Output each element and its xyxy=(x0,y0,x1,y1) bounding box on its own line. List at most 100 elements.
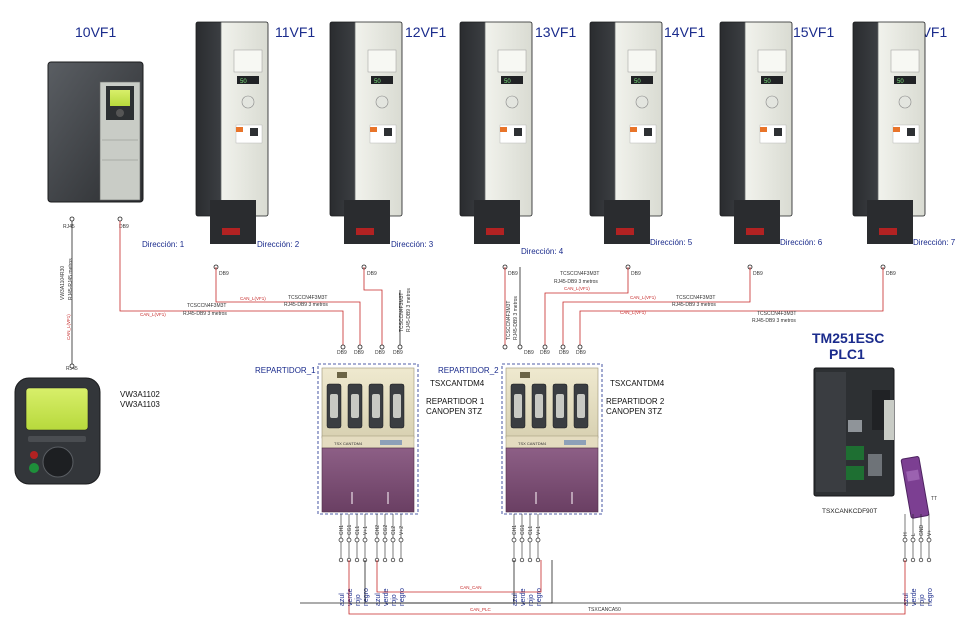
terminal-dot xyxy=(918,557,924,563)
terminal-label: CH1 xyxy=(512,525,518,535)
svg-text:DB9: DB9 xyxy=(540,350,550,356)
drive-title: 10VF1 xyxy=(75,24,116,40)
remote-keypad: VW3A1104R30 RJ45-RJ45 metros CAN_L(VF1) … xyxy=(14,221,160,485)
svg-text:DB9: DB9 xyxy=(559,350,569,356)
port-db9-label: DB9 xyxy=(886,271,896,277)
plc-subtitle: PLC1 xyxy=(829,346,865,362)
wire-color-label: verde xyxy=(520,588,527,606)
db9-pins xyxy=(514,394,522,418)
terminal-dot xyxy=(511,537,517,543)
svg-text:RJ45-DB9 3 metros: RJ45-DB9 3 metros xyxy=(406,288,412,332)
svg-text:TCSCCN4F3M3T: TCSCCN4F3M3T xyxy=(506,301,512,340)
drive-display xyxy=(761,76,783,84)
terminal-dot xyxy=(926,557,932,563)
drive-rj45-socket xyxy=(384,128,392,136)
keypad-cable-code: VW3A1104R30 xyxy=(60,266,66,300)
drive-plug xyxy=(879,228,897,235)
svg-text:CANOPEN 3TZ: CANOPEN 3TZ xyxy=(426,407,482,416)
terminal-label: L xyxy=(911,533,917,536)
drive-plug xyxy=(222,228,240,235)
port-dot xyxy=(542,344,548,350)
wire-color-label: rojo xyxy=(355,594,362,606)
terminal-dot xyxy=(519,537,525,543)
terminal-label: CH1 xyxy=(339,525,345,535)
terminal-dot xyxy=(338,537,344,543)
drive-terminal-block xyxy=(734,200,780,244)
db9-pins xyxy=(351,394,359,418)
terminal-dot xyxy=(382,537,388,543)
drive-plug xyxy=(356,228,374,235)
keypad-run-button xyxy=(29,463,39,473)
wire-color-label: negro xyxy=(927,588,934,606)
wire-color-label: verde xyxy=(383,588,390,606)
plc-title: TM251ESC xyxy=(812,330,884,346)
drive-address: Dirección: 3 xyxy=(391,240,434,249)
svg-text:CAN_L(VF1): CAN_L(VF1) xyxy=(630,295,656,300)
drive-terminal-block xyxy=(474,200,520,244)
svg-text:TCSCCN4F3M3T: TCSCCN4F3M3T xyxy=(560,271,599,277)
keypad-model-1: VW3A1102 xyxy=(120,390,160,399)
drive-terminal-block xyxy=(210,200,256,244)
drive-title: 15VF1 xyxy=(793,24,834,40)
drive-display xyxy=(894,76,916,84)
keypad-can-label: CAN_L(VF1) xyxy=(66,314,71,340)
svg-text:DB9: DB9 xyxy=(393,350,403,356)
drive-warning-label xyxy=(500,127,507,132)
drive-display-frame xyxy=(367,49,397,73)
terminal-dot xyxy=(374,537,380,543)
bus-terminals: CH1azulCG1verdeCL1rojoV+1negroCH2azulCG2… xyxy=(338,514,934,606)
wire-color-label: verde xyxy=(347,588,354,606)
wire-color-label: azul xyxy=(339,593,346,606)
drive-title: 11VF1 xyxy=(275,24,315,40)
svg-text:TSX CANTDM4: TSX CANTDM4 xyxy=(518,441,547,446)
keypad-cable-desc: RJ45-RJ45 metros xyxy=(68,258,74,300)
terminal-dot xyxy=(398,537,404,543)
drive-plug xyxy=(616,228,634,235)
terminal-label: V+ xyxy=(927,530,933,536)
port-db9-label: DB9 xyxy=(508,271,518,277)
wire-color-label: rojo xyxy=(919,594,926,606)
terminal-label: H xyxy=(903,532,909,536)
wire-color-label: rojo xyxy=(528,594,535,606)
drop-cables xyxy=(119,221,884,347)
port-dot xyxy=(577,344,583,350)
terminal-dot xyxy=(362,537,368,543)
wire-color-label: azul xyxy=(903,593,910,606)
svg-text:CAN_L(VF1): CAN_L(VF1) xyxy=(620,310,646,315)
keypad-lcd xyxy=(25,387,89,431)
drive-display xyxy=(501,76,523,84)
drive-address: Dirección: 2 xyxy=(257,240,300,249)
terminal-label: V+1 xyxy=(363,526,369,535)
svg-text:TSX CANTDM4: TSX CANTDM4 xyxy=(334,441,363,446)
terminal-dot xyxy=(535,537,541,543)
drive-display-readout: 50 xyxy=(240,79,247,85)
drive-lcd xyxy=(110,90,130,106)
svg-text:TCSCCN4F3M3T: TCSCCN4F3M3T xyxy=(288,295,327,301)
wire-color-label: azul xyxy=(512,593,519,606)
svg-text:DB9: DB9 xyxy=(354,350,364,356)
drive-jog-dial xyxy=(241,95,255,109)
terminal-dot xyxy=(527,537,533,543)
terminal-dot xyxy=(910,557,916,563)
drive-display-frame xyxy=(757,49,787,73)
terminal-dot xyxy=(918,537,924,543)
drive-plug xyxy=(746,228,764,235)
db9-pins xyxy=(577,394,585,418)
port-dot xyxy=(517,344,523,350)
drive-address: Dirección: 4 xyxy=(521,247,564,256)
drive-rj45-socket xyxy=(907,128,915,136)
port-db9-label: DB9 xyxy=(219,271,229,277)
terminal-dot xyxy=(910,537,916,543)
port-db9-label: DB9 xyxy=(631,271,641,277)
port-dot xyxy=(560,344,566,350)
drive-display-readout: 50 xyxy=(374,79,381,85)
drive-address: Dirección: 6 xyxy=(780,238,823,247)
drive-display-frame xyxy=(497,49,527,73)
svg-text:RJ45-DB9 3 metros: RJ45-DB9 3 metros xyxy=(752,318,796,324)
svg-text:TT: TT xyxy=(931,496,937,502)
drive-title: 14VF1 xyxy=(664,24,705,40)
